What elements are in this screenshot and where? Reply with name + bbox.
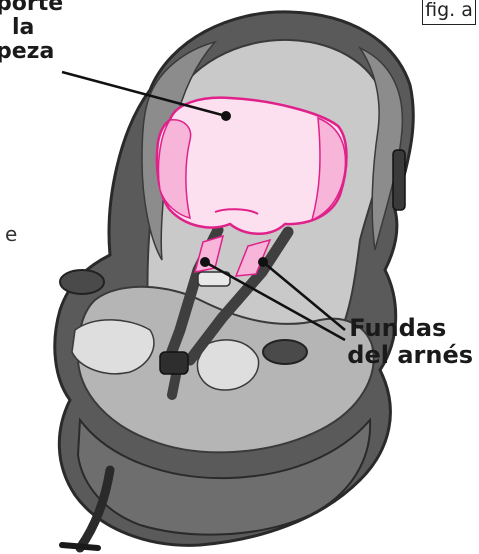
tether-hook: [62, 545, 98, 548]
harness-buckle: [160, 352, 188, 374]
edge-text: e: [5, 222, 17, 246]
head-support-callout-line-2: la: [0, 16, 63, 40]
harness-cover-leader-1-dot: [200, 257, 210, 267]
head-support-callout-line-1: porte: [0, 0, 63, 16]
side-connector: [393, 150, 405, 210]
harness-covers-callout: Fundas del arnés: [347, 315, 473, 369]
cup-holder-right: [263, 340, 307, 364]
leg-pad-left: [72, 320, 154, 374]
harness-covers-callout-line-2: del arnés: [347, 342, 473, 369]
cup-holder-left: [60, 270, 104, 294]
head-support-callout-line-3: peza: [0, 40, 63, 64]
figure-tag: fig. a: [422, 0, 476, 25]
head-support-leader-dot: [221, 111, 231, 121]
harness-cover-leader-2-dot: [258, 257, 268, 267]
harness-covers-callout-line-1: Fundas: [347, 315, 473, 342]
head-support-callout: porte la peza: [0, 0, 63, 64]
